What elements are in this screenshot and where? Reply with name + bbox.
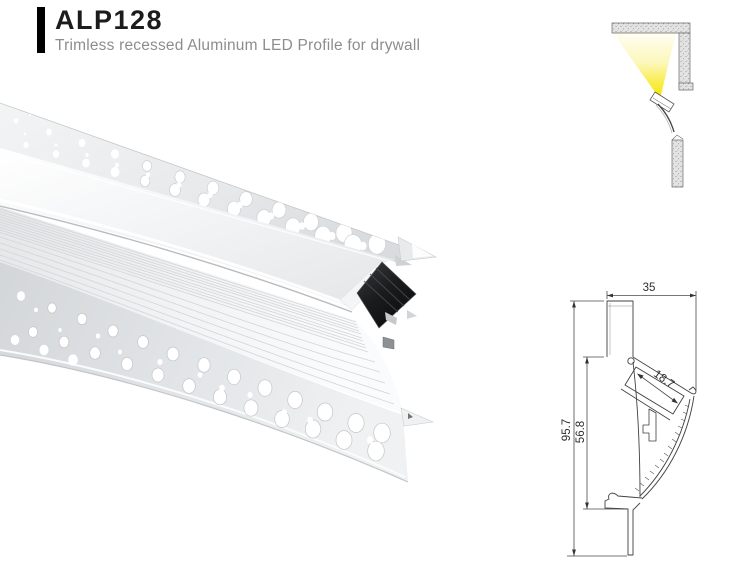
upper-wall-foot bbox=[678, 82, 694, 91]
end-detail-tab bbox=[407, 310, 417, 319]
fin-sweep bbox=[0, 207, 403, 413]
upper-wall-drywall bbox=[678, 32, 691, 90]
light-beam bbox=[613, 33, 676, 99]
bottom-plaster-flange bbox=[0, 262, 435, 483]
diffuser-crease-line bbox=[0, 205, 353, 313]
serration-ticks bbox=[634, 404, 690, 492]
cavity-fins bbox=[363, 267, 411, 313]
header: ALP128 Trimless recessed Aluminum LED Pr… bbox=[37, 7, 420, 55]
profile-outline bbox=[604, 300, 697, 556]
profile-cross-section-mini bbox=[649, 91, 675, 113]
dimension-drawing: 35 95.7 56.8 18.7 bbox=[561, 282, 697, 557]
page-subtitle: Trimless recessed Aluminum LED Profile f… bbox=[55, 37, 421, 54]
ceiling-drywall bbox=[611, 22, 691, 34]
curved-wing bbox=[655, 103, 675, 134]
end-cavity bbox=[356, 261, 417, 350]
lower-wall-drywall bbox=[671, 139, 684, 188]
top-flange-end-fold bbox=[395, 236, 438, 266]
bottom-flange-holes bbox=[10, 291, 391, 462]
dim-overall-height-label: 95.7 bbox=[561, 419, 573, 441]
application-diagram bbox=[611, 22, 694, 188]
lower-wall-step bbox=[671, 134, 684, 141]
end-detail-step bbox=[385, 312, 397, 325]
dim-overall-width-label: 35 bbox=[643, 282, 656, 294]
end-detail-boss bbox=[382, 336, 395, 350]
accent-bar bbox=[37, 7, 45, 53]
dimension-lines bbox=[567, 291, 697, 557]
header-text: ALP128 Trimless recessed Aluminum LED Pr… bbox=[55, 7, 420, 55]
bottom-flange-end-fold bbox=[400, 407, 435, 427]
dim-recess-height-label: 56.8 bbox=[575, 421, 587, 443]
dimension-arrows bbox=[572, 293, 696, 556]
product-render bbox=[0, 102, 438, 483]
page-title: ALP128 bbox=[55, 5, 164, 35]
dim-channel-opening-label: 18.7 bbox=[651, 368, 676, 391]
fin-lines bbox=[0, 208, 395, 405]
